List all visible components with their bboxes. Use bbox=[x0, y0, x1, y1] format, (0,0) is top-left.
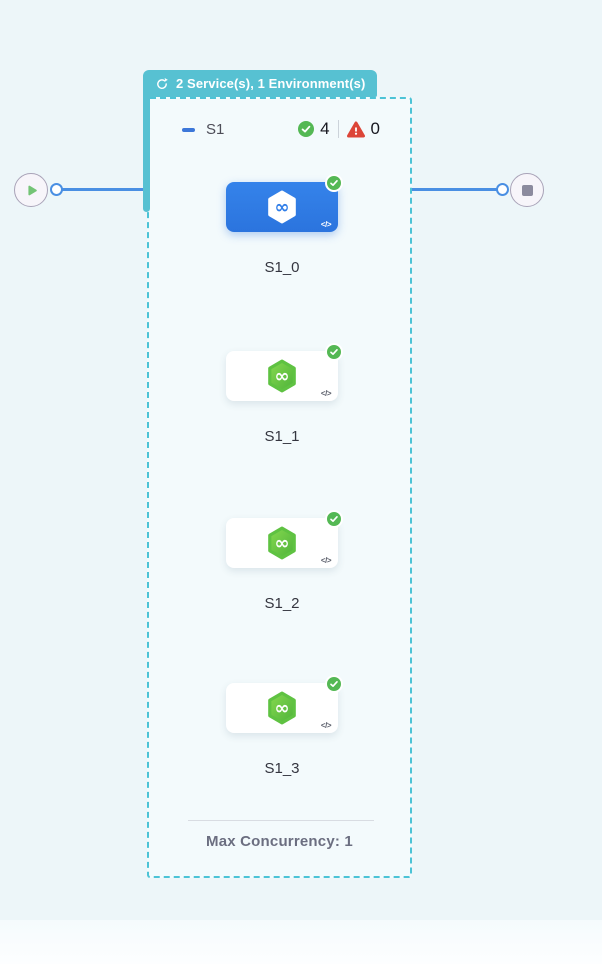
node-card-s1-1[interactable]: ∞ </> bbox=[226, 343, 343, 401]
svg-text:∞: ∞ bbox=[274, 366, 289, 387]
edge-stage-to-end bbox=[411, 188, 501, 191]
stage-selected-bar bbox=[143, 90, 150, 212]
node-label: S1_0 bbox=[264, 259, 300, 276]
code-icon: </> bbox=[320, 721, 332, 730]
loop-icon bbox=[155, 77, 169, 91]
node-card-s1-3[interactable]: ∞ </> bbox=[226, 675, 343, 733]
max-concurrency-label: Max Concurrency: 1 bbox=[206, 833, 353, 850]
node-group-s1-2: ∞ </> S1_2 bbox=[226, 510, 343, 612]
node-label: S1_3 bbox=[264, 760, 300, 777]
pipeline-end-node[interactable] bbox=[510, 173, 544, 207]
stage-header: S1 4 0 bbox=[149, 99, 410, 147]
node-success-badge bbox=[325, 174, 343, 192]
collapse-stage-button[interactable] bbox=[182, 128, 195, 132]
stop-icon bbox=[521, 184, 533, 196]
node-group-s1-0: ∞ </> S1_0 bbox=[226, 174, 343, 276]
code-icon: </> bbox=[320, 389, 332, 398]
success-count: 4 bbox=[320, 119, 330, 138]
stage-container: S1 4 0 bbox=[147, 97, 412, 878]
svg-text:∞: ∞ bbox=[274, 197, 289, 218]
edge-start-to-stage bbox=[61, 188, 149, 191]
node-card-s1-0[interactable]: ∞ </> bbox=[226, 174, 343, 232]
node-card-s1-2[interactable]: ∞ </> bbox=[226, 510, 343, 568]
stage-status-summary: 4 0 bbox=[298, 119, 380, 139]
node-label: S1_2 bbox=[264, 595, 300, 612]
start-node-port bbox=[50, 183, 63, 196]
node-group-s1-3: ∞ </> S1_3 bbox=[226, 675, 343, 777]
service-hexagon-icon: ∞ bbox=[266, 526, 298, 560]
stage-name: S1 bbox=[206, 121, 225, 138]
stage-group-badge[interactable]: 2 Service(s), 1 Environment(s) bbox=[143, 70, 378, 97]
node-success-badge bbox=[325, 675, 343, 693]
service-hexagon-icon: ∞ bbox=[266, 359, 298, 393]
node-success-badge bbox=[325, 510, 343, 528]
svg-text:∞: ∞ bbox=[274, 698, 289, 719]
canvas-edge bbox=[0, 920, 602, 964]
code-icon: </> bbox=[320, 556, 332, 565]
service-hexagon-icon: ∞ bbox=[266, 691, 298, 725]
node-group-s1-1: ∞ </> S1_1 bbox=[226, 343, 343, 445]
code-icon: </> bbox=[320, 220, 332, 229]
node-success-badge bbox=[325, 343, 343, 361]
error-warning-icon bbox=[346, 121, 365, 138]
stats-divider bbox=[337, 120, 339, 138]
play-icon bbox=[24, 183, 39, 198]
svg-text:∞: ∞ bbox=[274, 533, 289, 554]
service-hexagon-icon: ∞ bbox=[266, 190, 298, 224]
success-check-icon bbox=[298, 121, 315, 137]
error-count: 0 bbox=[370, 119, 380, 138]
footer-divider bbox=[188, 820, 374, 821]
node-label: S1_1 bbox=[264, 428, 300, 445]
stage-group-badge-label: 2 Service(s), 1 Environment(s) bbox=[176, 76, 366, 91]
pipeline-start-node[interactable] bbox=[14, 173, 48, 207]
end-node-port bbox=[496, 183, 509, 196]
